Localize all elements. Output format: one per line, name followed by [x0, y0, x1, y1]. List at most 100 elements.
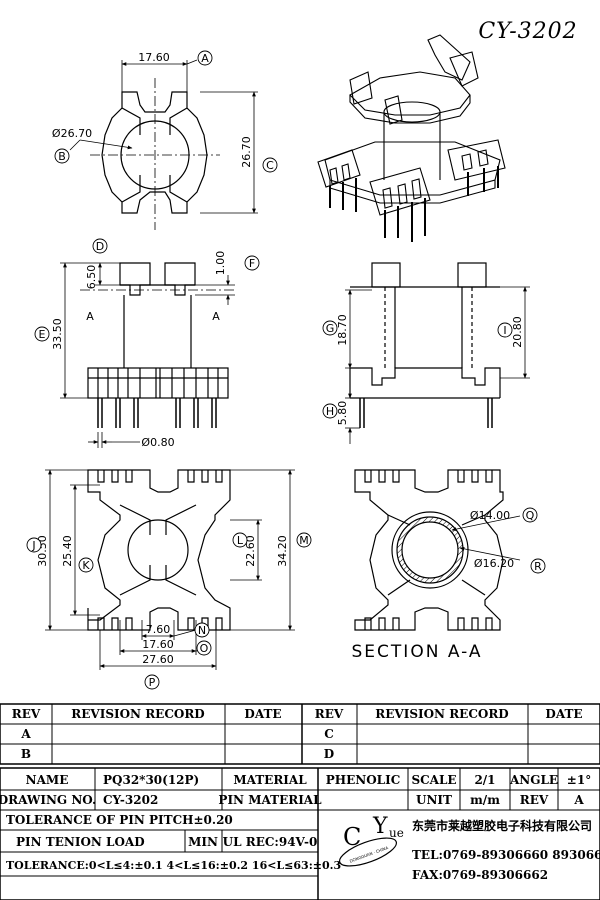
name-value: PQ32*30(12P): [103, 773, 199, 787]
date-header-left: DATE: [244, 707, 281, 721]
angle-label: ANGLE: [509, 773, 558, 787]
dim-side-i: 20.80: [511, 316, 524, 348]
callout-g: G: [322, 320, 338, 336]
callout-o: O: [196, 640, 212, 656]
record-header-left: REVISION RECORD: [71, 707, 204, 721]
svg-text:K: K: [82, 559, 90, 572]
svg-text:R: R: [534, 560, 542, 573]
dim-bot-l: 22.60: [244, 535, 257, 567]
callout-c: C: [262, 157, 278, 173]
svg-text:L: L: [237, 534, 244, 547]
dim-bot-k: 25.40: [61, 535, 74, 567]
material-value: PHENOLIC: [326, 773, 401, 787]
tolerance-line: TOLERANCE:0<L≤4:±0.1 4<L≤16:±0.2 16<L≤63…: [6, 859, 341, 872]
unit-value: m/m: [470, 793, 500, 807]
svg-text:B: B: [58, 150, 66, 163]
title-block: [0, 767, 600, 900]
svg-text:Y: Y: [372, 814, 388, 839]
svg-text:ue: ue: [389, 826, 404, 840]
scale-label: SCALE: [411, 773, 456, 787]
svg-text:F: F: [249, 257, 255, 270]
callout-e: E: [34, 326, 50, 342]
svg-text:I: I: [503, 324, 506, 337]
dim-front-f: 1.00: [214, 251, 227, 276]
svg-text:N: N: [198, 624, 206, 637]
svg-text:H: H: [326, 405, 334, 418]
pin-tension-label: PIN TENION LOAD: [16, 835, 145, 849]
section-view: [354, 469, 504, 631]
callout-i: I: [497, 322, 513, 338]
ul-rec: UL REC:94V-0: [223, 835, 318, 849]
dim-front-e: 33.50: [51, 318, 64, 350]
side-view-dims: [345, 286, 530, 444]
unit-label: UNIT: [416, 793, 452, 807]
rev-row-c: C: [324, 727, 334, 741]
revision-table: [0, 703, 600, 765]
dim-side-g: 18.70: [336, 314, 349, 346]
rev-header-left: REV: [12, 707, 41, 721]
date-header-right: DATE: [545, 707, 582, 721]
rev-value: A: [573, 793, 584, 807]
pin-material-label: PIN MATERIAL: [218, 793, 322, 807]
company-tel: TEL:0769-89306660 89306661: [412, 848, 600, 862]
svg-text:O: O: [200, 642, 209, 655]
bottom-view: [87, 469, 231, 631]
section-title: SECTION A-A: [352, 642, 483, 662]
drawing-no-value: CY-3202: [103, 793, 158, 807]
dim-top-height: 26.70: [240, 136, 253, 168]
callout-l: L: [232, 532, 248, 548]
dim-side-h: 5.80: [336, 401, 349, 426]
callout-a: A: [197, 50, 213, 66]
rev-label: REV: [520, 793, 549, 807]
scale-value: 2/1: [474, 773, 495, 787]
callout-n: N: [194, 622, 210, 638]
callout-k: K: [78, 557, 94, 573]
svg-text:P: P: [149, 676, 156, 689]
svg-text:A: A: [201, 52, 209, 65]
front-view-dims: [60, 262, 235, 448]
svg-text:G: G: [326, 322, 335, 335]
isometric-view: [317, 34, 506, 242]
dim-sec-r: Ø16.20: [474, 557, 514, 570]
rev-row-b: B: [21, 747, 31, 761]
pin-tension-value: MIN: [188, 835, 218, 849]
dim-pin-dia: Ø0.80: [141, 436, 174, 449]
dim-sec-q: Ø14.00: [470, 509, 510, 522]
dim-top-dia: Ø26.70: [52, 127, 92, 140]
svg-text:C: C: [343, 823, 361, 851]
callout-h: H: [322, 403, 338, 419]
callout-f: F: [244, 255, 260, 271]
svg-text:D: D: [96, 240, 104, 253]
dim-bot-o: 17.60: [142, 638, 174, 651]
drawing-number-title: CY-3202: [478, 19, 577, 44]
dim-bot-p: 27.60: [142, 653, 174, 666]
dim-bot-n: 7.60: [146, 623, 171, 636]
side-view: [349, 262, 501, 428]
callout-q: Q: [522, 507, 538, 523]
callout-b: B: [54, 148, 70, 164]
section-mark-right: A: [212, 310, 220, 323]
dim-front-d: 6.50: [85, 265, 98, 290]
angle-value: ±1°: [567, 773, 591, 787]
callout-r: R: [530, 558, 546, 574]
front-view: [80, 262, 235, 428]
company-logo: C Y ue DONGGUAN · CHINA: [339, 814, 404, 867]
svg-text:Q: Q: [526, 509, 535, 522]
drawing-no-label: DRAWING NO.: [0, 793, 96, 807]
section-mark-left: A: [86, 310, 94, 323]
svg-text:E: E: [39, 328, 46, 341]
tol-pitch: TOLERANCE OF PIN PITCH±0.20: [6, 813, 233, 827]
company-fax: FAX:0769-89306662: [412, 868, 548, 882]
rev-row-a: A: [20, 727, 31, 741]
callout-d: D: [92, 238, 108, 254]
bottom-view-dims: [45, 469, 295, 670]
company-name: 东莞市莱越塑胶电子科技有限公司: [412, 818, 592, 833]
material-label: MATERIAL: [233, 773, 307, 787]
svg-text:M: M: [299, 534, 309, 547]
top-view: [90, 78, 220, 230]
section-view-dims: [451, 515, 521, 561]
record-header-right: REVISION RECORD: [375, 707, 508, 721]
rev-header-right: REV: [315, 707, 344, 721]
callout-j: J: [26, 537, 42, 553]
